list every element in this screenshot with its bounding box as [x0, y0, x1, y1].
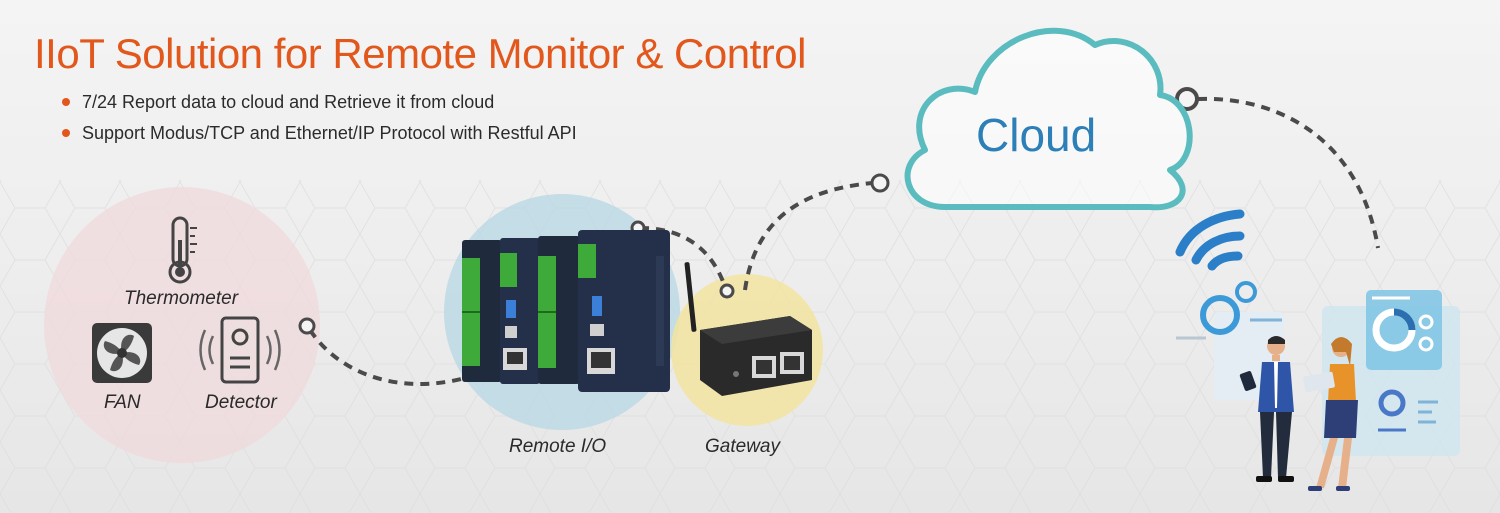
connection-nodes — [298, 87, 1199, 335]
feature-item: 7/24 Report data to cloud and Retrieve i… — [60, 92, 577, 112]
io-module-1 — [462, 240, 502, 382]
fan-label: FAN — [104, 392, 141, 413]
sensor-zone — [44, 187, 320, 463]
connection-lines — [308, 96, 1380, 386]
fan-icon — [92, 323, 152, 383]
remote-io-modules — [462, 230, 670, 392]
wifi-icon — [1175, 209, 1245, 271]
cloud-label: Cloud — [976, 109, 1097, 161]
detector-label: Detector — [205, 392, 277, 413]
feature-list: 7/24 Report data to cloud and Retrieve i… — [60, 92, 577, 154]
thermometer-label: Thermometer — [124, 288, 239, 309]
feature-item: Support Modus/TCP and Ethernet/IP Protoc… — [60, 123, 577, 143]
cloud-shape — [904, 27, 1193, 211]
remote-io-label: Remote I/O — [509, 436, 607, 457]
page-title: IIoT Solution for Remote Monitor & Contr… — [34, 30, 806, 77]
io-module-2 — [500, 238, 540, 384]
thermometer-icon — [168, 216, 197, 284]
gateway-device — [684, 262, 812, 396]
gateway-label: Gateway — [705, 436, 780, 457]
woman-figure — [1303, 337, 1358, 491]
io-module-4 — [578, 230, 670, 392]
io-module-3 — [538, 236, 580, 384]
man-figure — [1239, 336, 1294, 482]
detector-icon — [199, 316, 281, 384]
